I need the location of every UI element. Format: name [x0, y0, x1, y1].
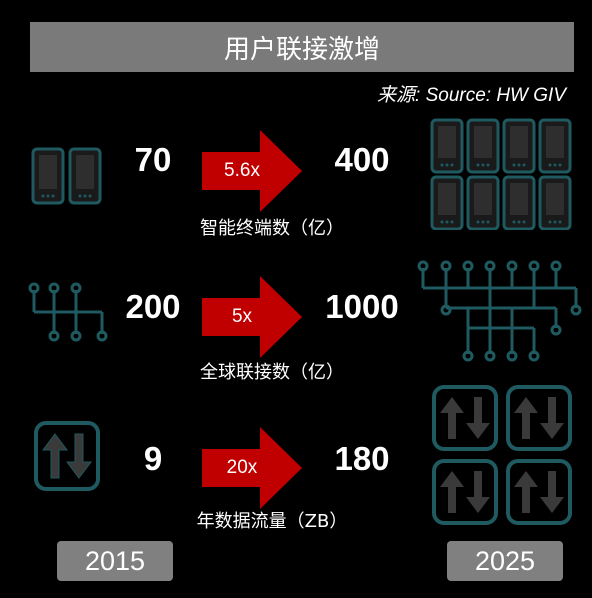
phone-icon-small-group	[31, 147, 102, 205]
arrow-icon	[202, 427, 302, 509]
page-title: 用户联接激增	[30, 22, 574, 72]
row1-to-value: 400	[334, 141, 390, 178]
phone-icon	[31, 147, 65, 205]
row3-multiplier: 20x	[226, 457, 258, 478]
source-note: 来源: Source: HW GIV	[377, 85, 566, 106]
network-icon-large	[417, 260, 582, 362]
year-end-label: 2025	[447, 541, 563, 581]
row3-from-value: 9	[143, 440, 163, 477]
arrow-icon	[202, 130, 302, 212]
year-start-label: 2015	[57, 541, 173, 581]
row2-multiplier: 5x	[231, 306, 253, 327]
phone-icon-large-group	[430, 118, 572, 230]
title-text: 用户联接激增	[223, 34, 380, 65]
network-icon-small	[28, 282, 108, 342]
row1-multiplier: 5.6x	[224, 160, 260, 181]
data-exchange-icon-large-group	[432, 385, 572, 525]
data-exchange-icon	[34, 421, 100, 491]
arrow-icon	[202, 276, 302, 358]
row1-from-value: 70	[134, 141, 172, 178]
row2-caption: 全球联接数（亿）	[200, 362, 344, 383]
row3-caption: 年数据流量（ZB）	[196, 511, 348, 532]
phone-icon	[68, 147, 102, 205]
row3-to-value: 180	[334, 440, 390, 477]
row1-caption: 智能终端数（亿）	[200, 218, 344, 239]
row2-to-value: 1000	[325, 288, 399, 325]
row2-from-value: 200	[125, 288, 181, 325]
